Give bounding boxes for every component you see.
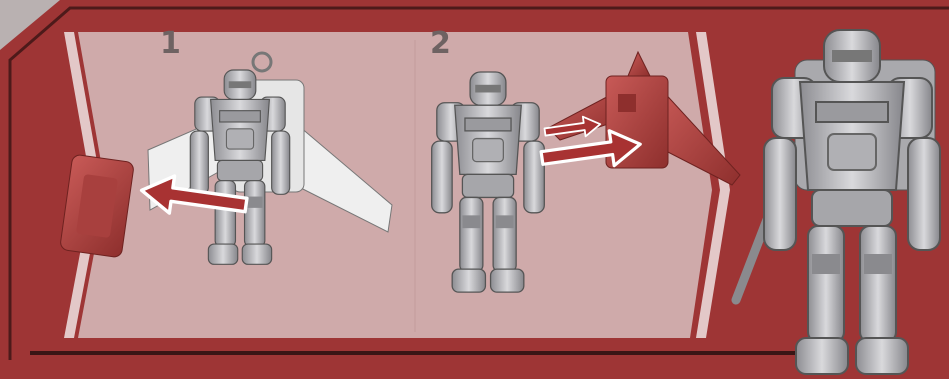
backpack-part [60,154,135,258]
step-number-2: 2 [430,26,452,61]
step-number-1: 1 [160,26,182,61]
